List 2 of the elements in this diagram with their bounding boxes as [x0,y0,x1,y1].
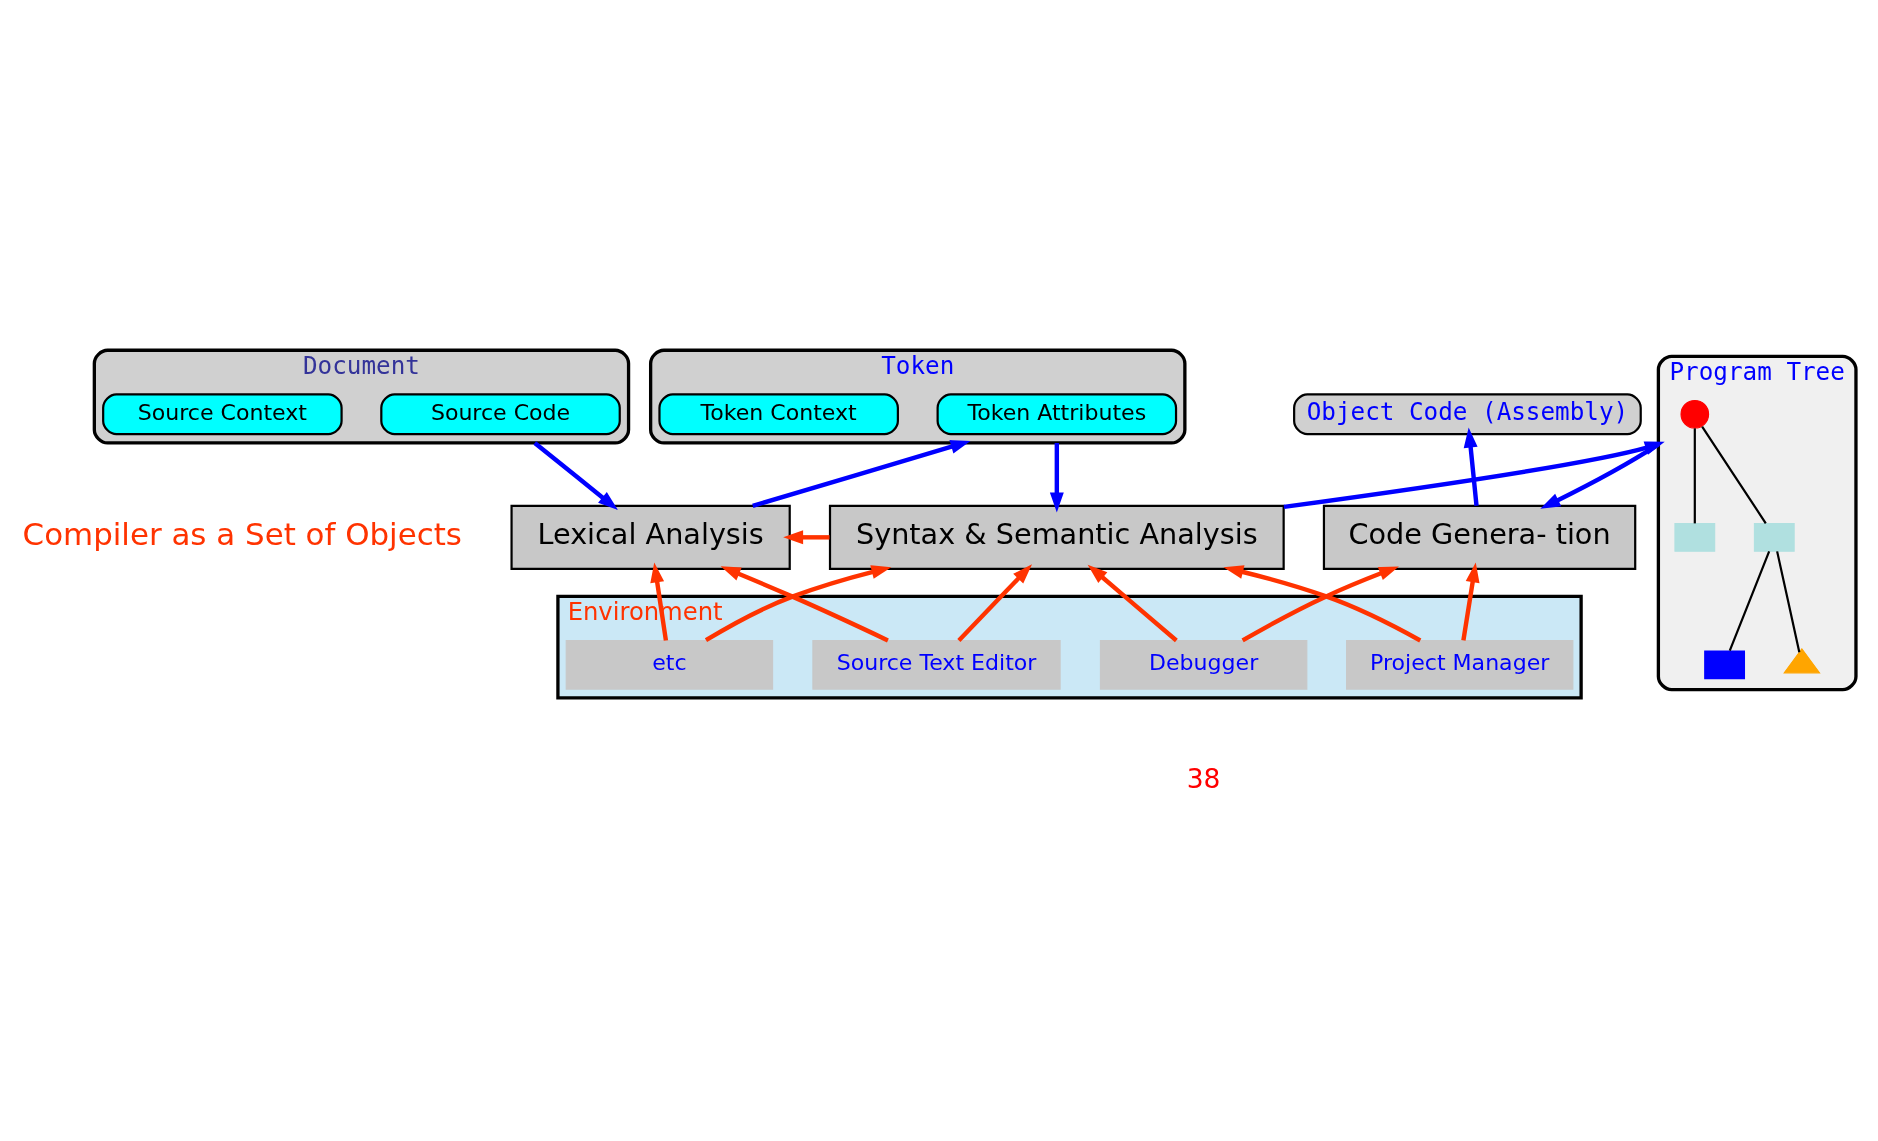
label: 38 [1186,762,1221,794]
label: Compiler as a Set of Objects [22,515,462,552]
